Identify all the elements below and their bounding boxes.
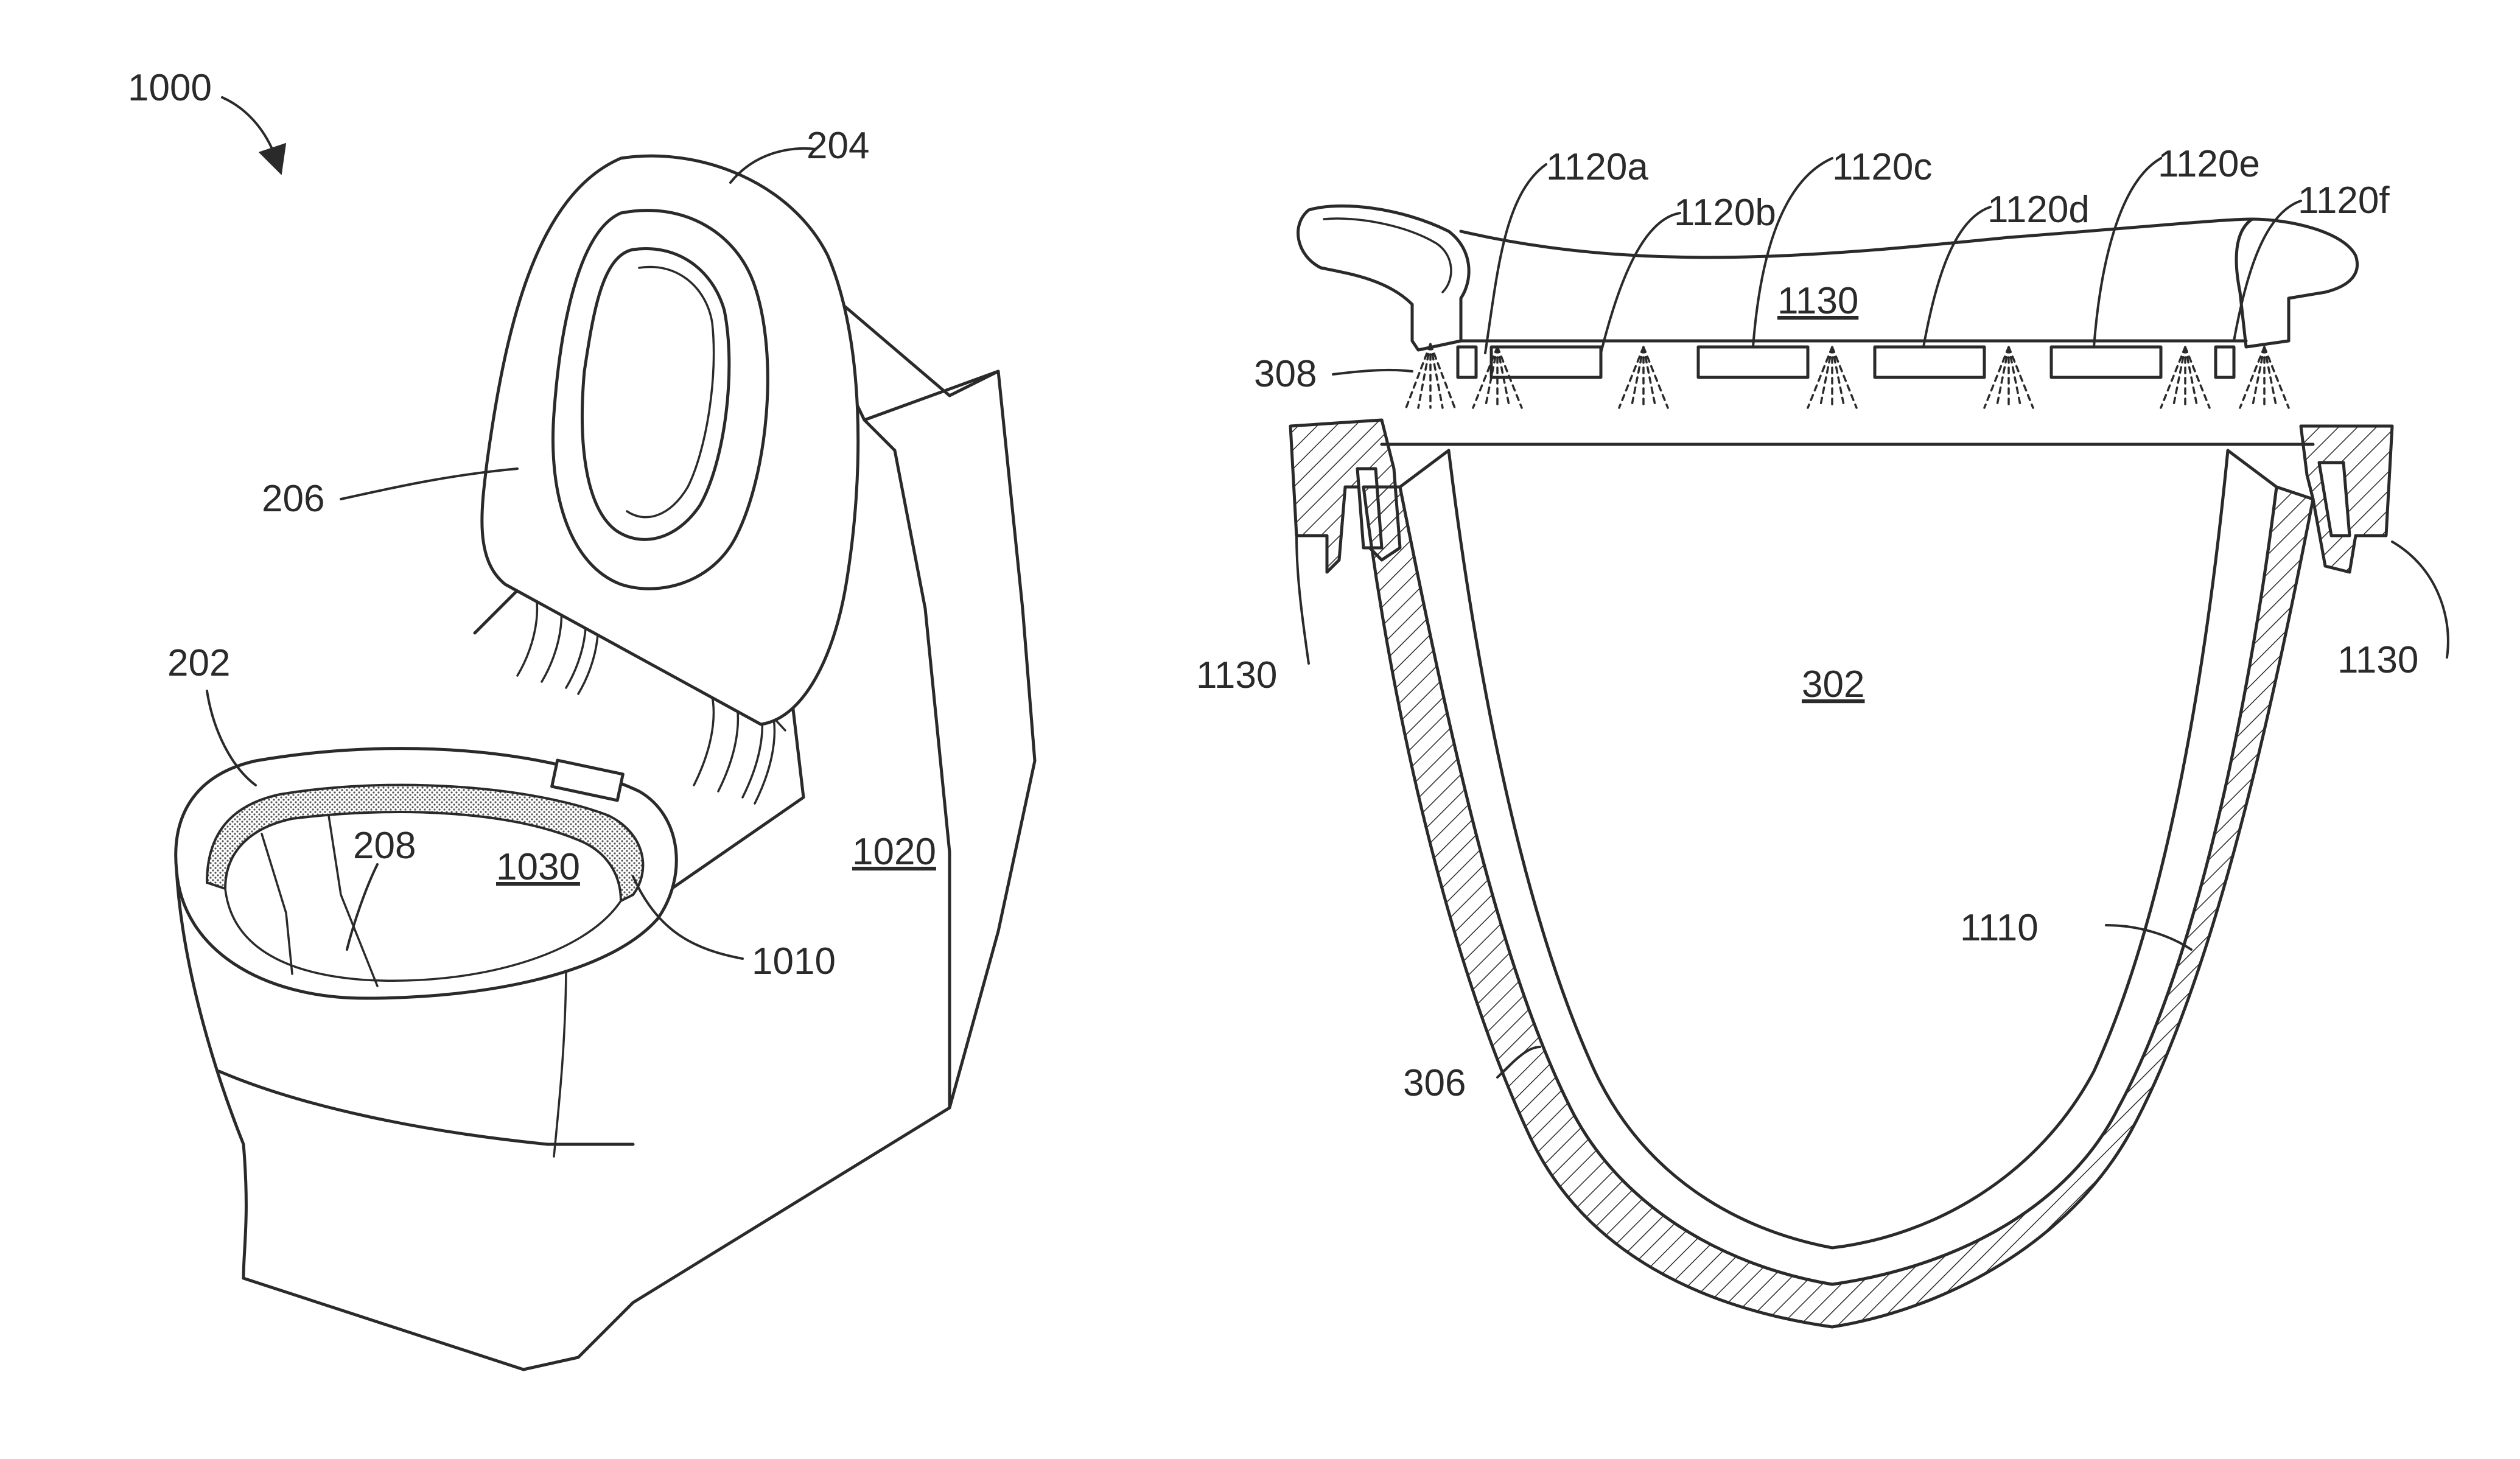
pocket-1 xyxy=(1491,347,1601,377)
manifold-top-curve xyxy=(1461,219,2252,257)
spray-leader xyxy=(1333,370,1412,374)
manifold-right xyxy=(2236,219,2357,347)
label-mount-right: 1130 xyxy=(2337,639,2418,681)
toilet-perspective-view xyxy=(176,156,1035,1370)
pocket-edge-right xyxy=(2216,347,2234,377)
pocket-3 xyxy=(1875,347,1984,377)
label-nozzle-a: 1120a xyxy=(1546,146,1648,188)
manifold-body xyxy=(1298,206,1469,350)
tank-front-edge xyxy=(864,420,950,1108)
label-nozzle-b: 1120b xyxy=(1674,192,1776,234)
label-nozzle-e: 1120e xyxy=(2158,143,2260,185)
label-seal-ring: 1010 xyxy=(752,940,836,982)
bowl-liner xyxy=(1400,450,2277,1284)
label-bowl-interior: 1030 xyxy=(496,846,580,888)
label-spray: 308 xyxy=(1254,353,1317,395)
bowl-base-line xyxy=(219,1071,633,1144)
nozzle-e-leader xyxy=(2094,158,2161,347)
nozzle-a-leader xyxy=(1485,164,1546,353)
label-bowl-cavity: 302 xyxy=(1802,663,1864,705)
nozzle-b-leader xyxy=(1601,213,1680,353)
label-manifold: 1130 xyxy=(1777,280,1858,322)
pocket-edge-left xyxy=(1458,347,1476,377)
label-nozzle-d: 1120d xyxy=(1987,189,2090,231)
fig-ref-arrow xyxy=(222,97,277,161)
label-tank: 1020 xyxy=(852,831,936,873)
label-mount-left: 1130 xyxy=(1196,654,1277,696)
label-nozzle-f: 1120f xyxy=(2298,180,2390,222)
label-lid: 204 xyxy=(807,125,869,167)
pocket-4 xyxy=(2051,347,2161,377)
label-nozzle-c: 1120c xyxy=(1832,146,1932,188)
bowl-cross-section xyxy=(1290,206,2392,1327)
label-liner: 1110 xyxy=(1960,907,2039,949)
nozzle-d-leader xyxy=(1923,207,1990,347)
label-seat: 206 xyxy=(262,478,324,520)
mount-left-leader xyxy=(1297,536,1309,663)
pocket-2 xyxy=(1698,347,1808,377)
bowl-seam xyxy=(554,962,566,1156)
label-fig-ref: 1000 xyxy=(128,67,212,109)
label-seal-left: 208 xyxy=(353,825,416,867)
label-bowl-wall: 306 xyxy=(1403,1062,1466,1104)
label-bowl-rim: 202 xyxy=(167,642,230,684)
